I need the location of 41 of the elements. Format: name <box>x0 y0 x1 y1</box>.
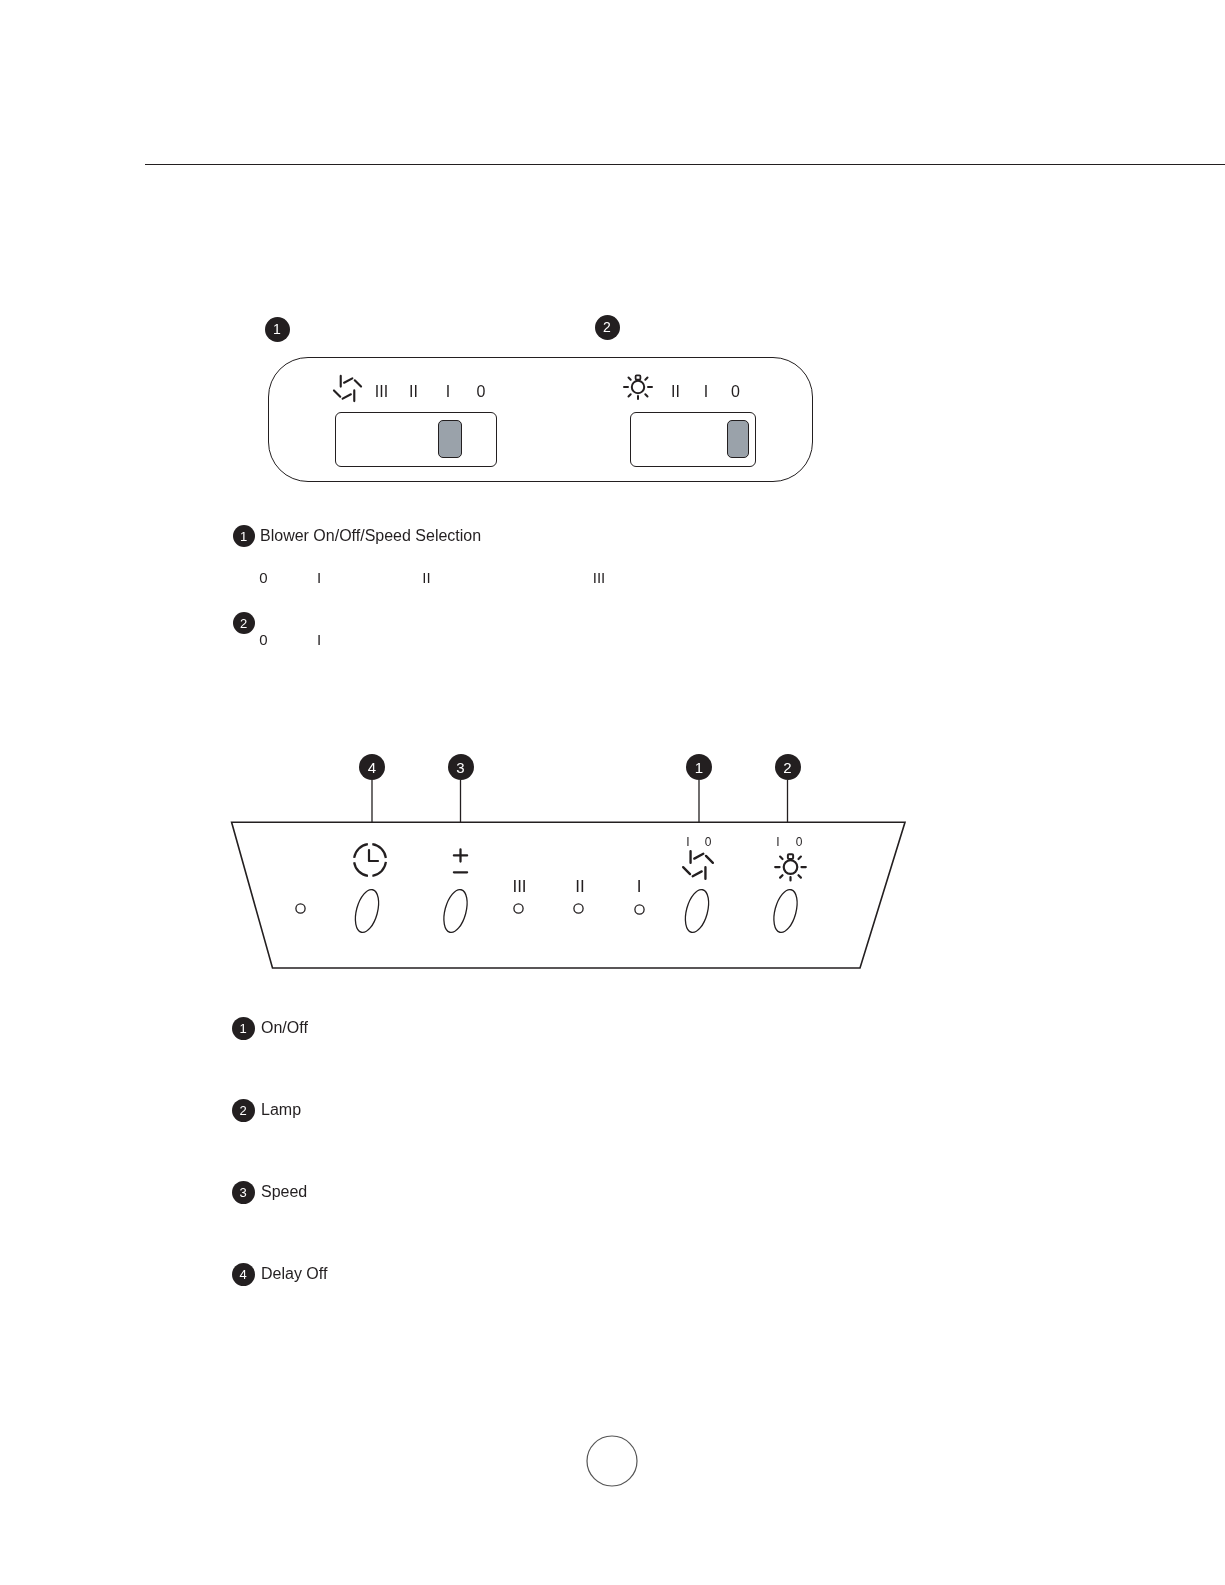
position-mark: I <box>445 384 451 400</box>
callout-number: 1 <box>686 754 712 780</box>
position-mark: III <box>374 384 389 400</box>
switch-mark: 0 <box>704 836 712 848</box>
callout-number: 1 <box>264 316 290 342</box>
position-mark: II <box>671 384 680 400</box>
setting-label: II <box>422 569 431 585</box>
setting-label: 0 <box>259 631 268 647</box>
control-name: On/Off <box>261 1020 308 1036</box>
switch-mark: I <box>776 836 780 848</box>
setting-label: I <box>316 569 322 585</box>
callout-number: 3 <box>447 754 474 780</box>
switch-mark: I <box>686 836 690 848</box>
switch-mark: 0 <box>795 836 803 848</box>
callout-number: 4 <box>231 1262 255 1286</box>
callout-number: 1 <box>232 525 255 547</box>
callout-number: 3 <box>231 1180 255 1204</box>
setting-label: I <box>316 631 322 647</box>
speed-mark: II <box>575 877 585 895</box>
position-mark: I <box>703 384 709 400</box>
leader-line <box>459 779 462 823</box>
callout-number: 2 <box>232 612 255 634</box>
speed-mark: I <box>636 877 642 895</box>
position-mark: 0 <box>476 384 486 400</box>
control-name: Lamp <box>261 1102 302 1118</box>
speed-mark: III <box>512 877 527 895</box>
callout-number: 4 <box>359 754 385 780</box>
leader-line <box>698 779 700 823</box>
position-mark: II <box>409 384 418 400</box>
setting-label: III <box>592 569 606 585</box>
leader-line <box>786 779 789 823</box>
leader-line <box>371 779 373 823</box>
control-name: Blower On/Off/Speed Selection <box>260 528 482 544</box>
control-name: Delay Off <box>261 1266 328 1282</box>
setting-label: 0 <box>259 569 268 585</box>
callout-number: 2 <box>594 314 620 340</box>
callout-number: 2 <box>231 1098 255 1122</box>
callout-number: 1 <box>231 1016 255 1040</box>
callout-number: 2 <box>774 754 801 780</box>
control-name: Speed <box>261 1184 308 1200</box>
position-mark: 0 <box>731 384 740 400</box>
